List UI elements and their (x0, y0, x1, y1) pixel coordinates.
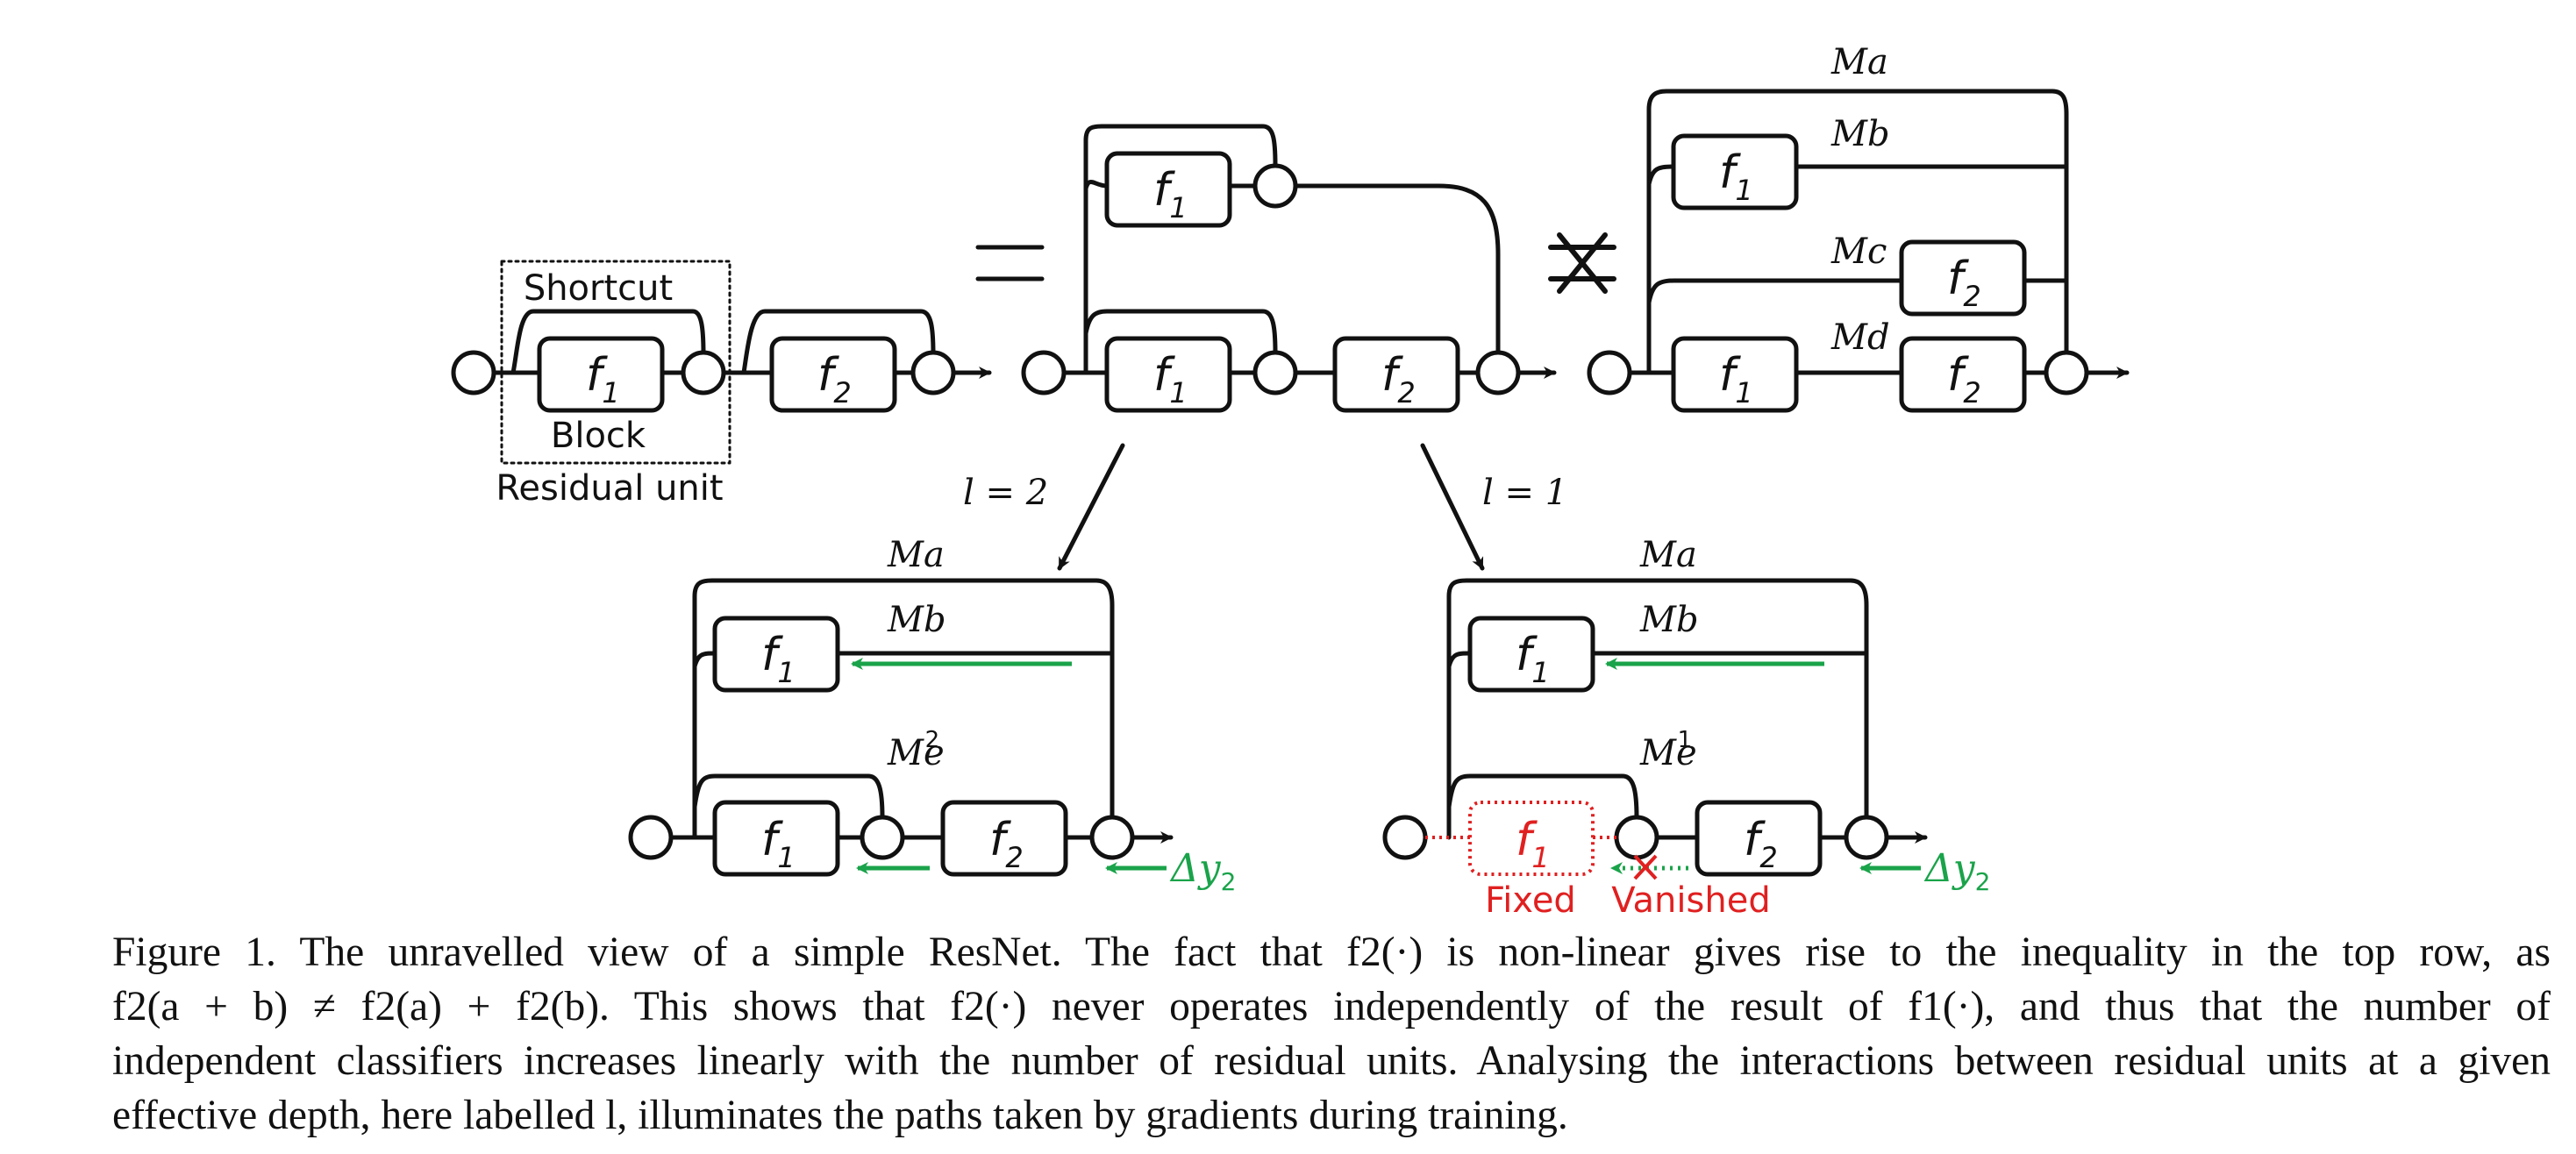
f1-label-fixed: f1 (1516, 814, 1550, 874)
arrow-l2 (1057, 443, 1125, 571)
ma-label-l1: Ma (1639, 535, 1697, 575)
residual-unit-group (451, 260, 992, 465)
depth-label-l1: l = 1 (1482, 473, 1567, 513)
figure-caption: Figure 1. The unravelled view of a simpl… (112, 925, 2551, 1143)
independent-paths-group (1587, 89, 2130, 413)
md-label-top: Md (1830, 317, 1890, 358)
gradient-arrows (851, 658, 1921, 874)
caption-line-1: Figure 1. The unravelled view of a simpl… (112, 930, 2551, 975)
not-equal-symbol (1548, 232, 1616, 294)
caption-line-3: independent classifiers increases linear… (112, 1038, 2551, 1084)
effective-depth-2-group (628, 578, 1174, 877)
f2-block-path-mc (1899, 239, 2027, 317)
shortcut-label: Shortcut (524, 268, 673, 309)
adder-node-top-branch (1252, 163, 1298, 209)
depth-label-l2: l = 2 (963, 473, 1048, 513)
f1-block-path-mb (1671, 133, 1799, 210)
mb-label-top: Mb (1830, 114, 1890, 154)
f2-label: f2 (817, 349, 852, 410)
resnet-unravelled-diagram: Shortcut Block Residual unit f1 f2 f1 f1… (451, 42, 2130, 921)
input-node (451, 350, 496, 395)
unravelled-view-group (1021, 124, 1557, 413)
effective-depth-1-group (1382, 578, 1928, 877)
me1-label: Me1 (1639, 727, 1697, 773)
equals-symbol (975, 245, 1045, 281)
block-label: Block (551, 416, 646, 456)
arrow-l1 (1420, 443, 1485, 571)
f1-block-top-branch (1104, 151, 1232, 228)
adder-node (681, 350, 726, 395)
fixed-f1-group (1425, 801, 1616, 876)
ma-label-l2: Ma (887, 535, 945, 575)
mb-label-l2: Mb (887, 600, 946, 640)
fixed-f1-block (1468, 801, 1595, 876)
residual-unit-label: Residual unit (496, 468, 723, 509)
dy2-label-l1: Δy2 (1923, 846, 1990, 896)
fixed-label: Fixed (1485, 880, 1576, 921)
ma-label-top: Ma (1830, 42, 1888, 82)
f2-label-bottom-branch: f2 (1381, 349, 1416, 410)
residual-unit-dotted-box (500, 260, 731, 465)
vanished-cross (1633, 854, 1658, 880)
caption-line-2: f2(a + b) ≠ f2(a) + f2(b). This shows th… (112, 984, 2551, 1029)
output-node (910, 350, 956, 395)
mb-label-l1: Mb (1639, 600, 1699, 640)
mc-label-top: Mc (1830, 232, 1887, 272)
vanished-label: Vanished (1611, 880, 1770, 921)
caption-line-4: effective depth, here labelled l, illumi… (112, 1093, 1568, 1138)
dy2-label-l2: Δy2 (1169, 846, 1236, 896)
me2-label: Me2 (887, 727, 945, 773)
